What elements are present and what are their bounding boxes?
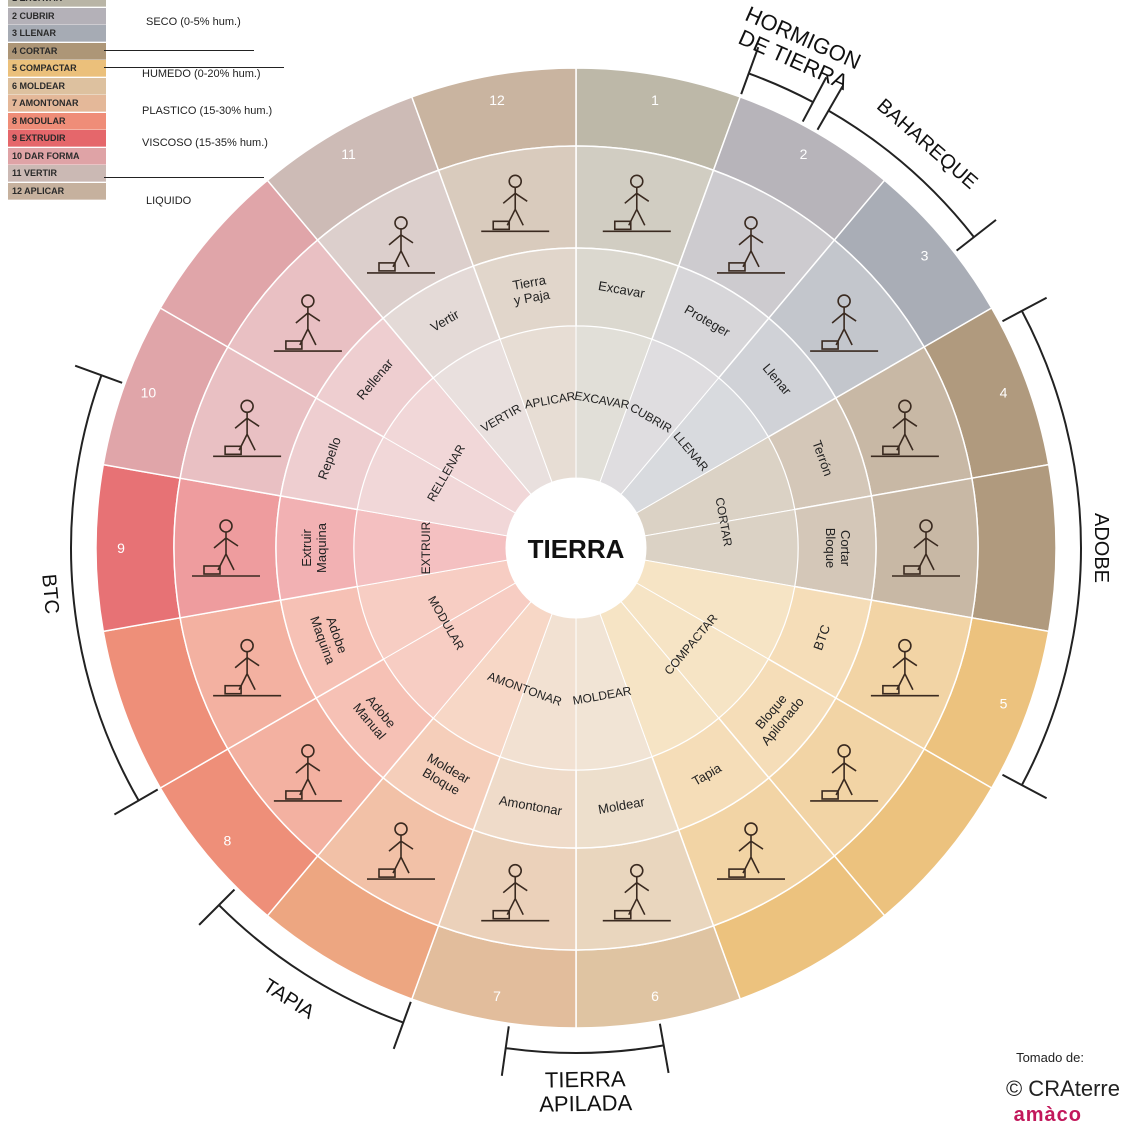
legend-row: 6 MOLDEAR — [8, 77, 106, 95]
process-ring — [353, 325, 799, 771]
legend-divider — [104, 67, 284, 68]
tapia-bracket-tick — [392, 1001, 412, 1050]
worker-illustration — [367, 216, 435, 274]
btc-bracket-tick — [113, 788, 159, 816]
worker-illustration — [870, 399, 939, 458]
tierra-apilada-bracket-tick — [500, 1026, 510, 1076]
technique-label: CortarBloque — [823, 528, 853, 568]
worker-illustration — [192, 519, 260, 577]
sector-number: 7 — [493, 988, 501, 1004]
outer-ring-segment — [95, 463, 181, 633]
sector-number: 11 — [341, 146, 356, 162]
center-label: TIERRA — [528, 534, 625, 564]
sector-number: 12 — [489, 92, 505, 108]
center-hub — [508, 480, 644, 616]
sector-number: 9 — [117, 540, 125, 556]
bahareque-bracket-tick — [816, 85, 844, 131]
legend-category-liquido: LIQUIDO — [146, 195, 192, 207]
sector-number: 6 — [651, 988, 659, 1004]
credit-source: © CRAterre — [1005, 1076, 1120, 1101]
legend-row: 5 COMPACTAR — [8, 60, 106, 77]
tierra-apilada-bracket — [505, 1044, 664, 1055]
worker-illustration — [273, 744, 342, 802]
legend-divider — [104, 177, 264, 178]
technique-label: ExtruirMaquina — [299, 522, 329, 573]
sector-number: 10 — [141, 384, 157, 400]
tapia-bracket-tick — [198, 888, 236, 926]
worker-illustration — [602, 863, 671, 922]
process-label: EXTRUIR — [419, 521, 433, 574]
sector-number: 8 — [224, 832, 232, 848]
legend-row: 12 APLICAR — [8, 182, 106, 200]
legend-category-seco: SECO (0-5% hum.) — [146, 16, 241, 28]
worker-illustration — [213, 399, 282, 458]
credit-brand: amàco — [1013, 1104, 1082, 1126]
legend-row: 7 AMONTONAR — [8, 95, 106, 112]
bahareque-bracket-tick — [955, 219, 997, 252]
worker-illustration — [810, 294, 879, 352]
worker-illustration — [273, 294, 342, 352]
btc-bracket-tick — [74, 364, 123, 384]
hormigon-de-tierra-label: HORMIGONDE TIERRA — [732, 1, 865, 96]
tapia-bracket — [218, 904, 404, 1024]
worker-illustration — [481, 863, 550, 922]
legend-row: 8 MODULAR — [8, 112, 106, 130]
worker-illustration — [213, 638, 282, 697]
worker-illustration — [892, 519, 960, 577]
illustration-segment — [173, 477, 282, 619]
legend-row: 4 CORTAR — [8, 42, 106, 60]
adobe-label: ADOBE — [1090, 513, 1112, 583]
sector-number: 3 — [921, 248, 929, 264]
legend-category-humedo: HUMEDO (0-20% hum.) — [142, 68, 261, 80]
hormigon-de-tierra-bracket-tick — [740, 46, 760, 95]
worker-illustration — [810, 744, 879, 802]
worker-illustration — [717, 822, 785, 880]
legend-divider — [104, 50, 254, 51]
worker-illustration — [481, 174, 550, 233]
legend-category-viscoso: VISCOSO (15-35% hum.) — [142, 137, 268, 149]
btc-bracket — [70, 374, 140, 801]
legend-row: 2 CUBRIR — [8, 7, 106, 25]
worker-illustration — [602, 174, 671, 233]
adobe-bracket — [1021, 310, 1082, 786]
tierra-apilada-label: TIERRAAPILADA — [539, 1066, 633, 1117]
sector-number: 1 — [651, 92, 659, 108]
bahareque-bracket — [827, 109, 975, 238]
credit-prefix: Tomado de: — [1016, 1050, 1084, 1065]
legend-row: 11 VERTIR — [8, 165, 106, 182]
tapia-label: TAPIA — [259, 975, 319, 1024]
sector-number: 5 — [1000, 696, 1008, 712]
outer-ring-segment — [971, 463, 1057, 633]
legend-row: 1 EXCAVAR — [8, 0, 106, 7]
worker-illustration — [870, 638, 939, 697]
tierra-apilada-bracket-tick — [658, 1023, 670, 1074]
sector-number: 4 — [1000, 384, 1008, 400]
legend-row: 3 LLENAR — [8, 25, 106, 42]
process-segment — [499, 325, 577, 483]
bahareque-label: BAHAREQUE — [872, 95, 981, 194]
worker-illustration — [367, 822, 435, 880]
sector-number: 2 — [800, 146, 808, 162]
illustration-segment — [870, 477, 979, 619]
worker-illustration — [717, 216, 785, 274]
technique-label: Tierray Paja — [510, 272, 552, 308]
hormigon-de-tierra-bracket-tick — [801, 76, 828, 123]
btc-label: BTC — [37, 573, 62, 615]
legend-row: 10 DAR FORMA — [8, 147, 106, 165]
legend-row: 9 EXTRUDIR — [8, 130, 106, 147]
illustration-ring — [173, 145, 979, 951]
legend-category-plastico: PLASTICO (15-30% hum.) — [142, 105, 273, 117]
adobe-bracket-tick — [1001, 296, 1048, 323]
adobe-bracket-tick — [1001, 773, 1048, 800]
outer-ring — [95, 67, 1057, 1029]
